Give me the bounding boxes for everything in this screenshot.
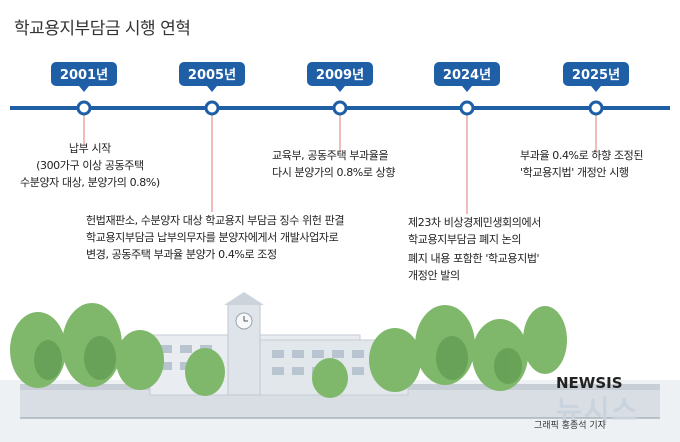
- school-illustration: [0, 292, 680, 442]
- news-logo-korean: 뉴시스: [556, 394, 640, 427]
- event-line: 다시 분양가의 0.8%로 상향: [272, 166, 396, 179]
- news-logo: NEWSIS: [556, 374, 623, 392]
- year-badge-3: 2024년: [434, 62, 500, 92]
- event-line: 학교용지부담금 폐지 논의: [408, 233, 522, 246]
- year-badge-2: 2009년: [307, 62, 373, 92]
- event-line: (300가구 이상 공동주택: [36, 159, 144, 172]
- event-line: 교육부, 공동주택 부과율을: [272, 149, 389, 162]
- year-label-4: 2025년: [572, 68, 620, 83]
- year-label-0: 2001년: [60, 68, 108, 83]
- event-line: 변경, 공동주택 부과율 분양가 0.4%로 조정: [86, 248, 277, 261]
- event-line: '학교용지법' 개정안 시행: [520, 166, 629, 179]
- year-badge-1: 2005년: [179, 62, 245, 92]
- event-line: 학교용지부담금 납부의무자를 분양자에게서 개발사업자로: [86, 231, 339, 244]
- year-label-3: 2024년: [443, 68, 491, 83]
- event-line: 헌법재판소, 수분양자 대상 학교용지 부담금 징수 위헌 판결: [86, 214, 345, 227]
- timeline-node-1: [204, 100, 220, 116]
- year-label-1: 2005년: [188, 68, 236, 83]
- event-line: 제23차 비상경제민생회의에서: [408, 216, 541, 229]
- year-badge-4: 2025년: [563, 62, 629, 92]
- timeline-node-2: [332, 100, 348, 116]
- page-title: 학교용지부담금 시행 연혁: [14, 19, 191, 39]
- year-label-2: 2009년: [316, 68, 364, 83]
- timeline-node-4: [588, 100, 604, 116]
- event-line: 부과율 0.4%로 하향 조정된: [520, 149, 644, 162]
- year-badge-0: 2001년: [51, 62, 117, 92]
- event-text-extra-3: 폐지 내용 포함한 '학교용지법' 개정안 발의: [408, 250, 540, 284]
- graphic-credit: 그래픽 홍종석 기자: [534, 421, 606, 431]
- event-line: 납부 시작: [68, 142, 111, 155]
- timeline-node-0: [76, 100, 92, 116]
- timeline-node-3: [459, 100, 475, 116]
- event-text-4: 부과율 0.4%로 하향 조정된 '학교용지법' 개정안 시행: [520, 147, 644, 181]
- event-line: 폐지 내용 포함한 '학교용지법': [408, 252, 540, 265]
- event-line: 수분양자 대상, 분양가의 0.8%): [20, 176, 160, 189]
- event-line: 개정안 발의: [408, 269, 460, 282]
